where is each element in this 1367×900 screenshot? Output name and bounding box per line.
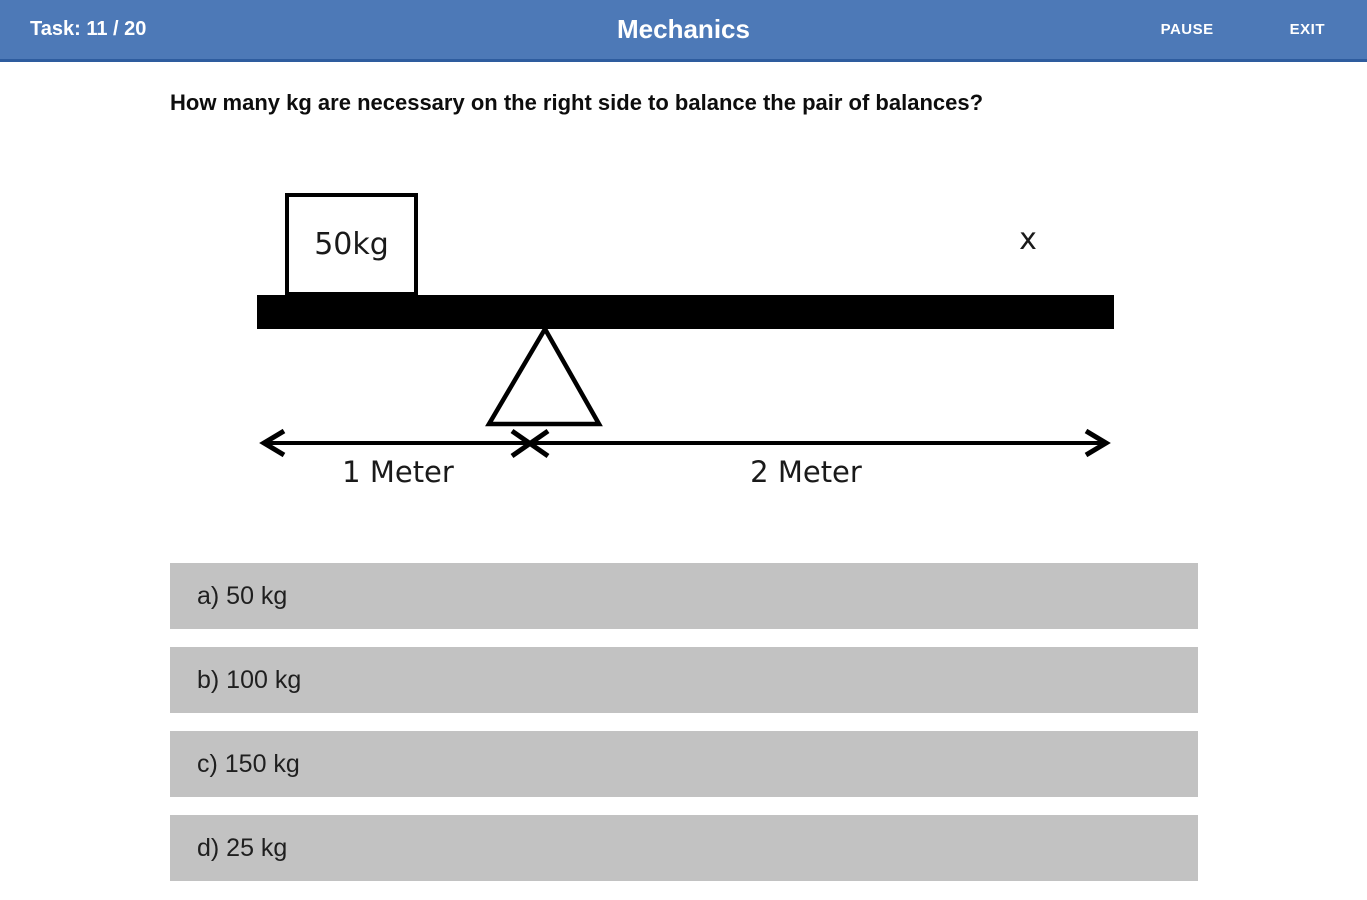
fulcrum-triangle (485, 324, 603, 427)
answer-option-a[interactable]: a) 50 kg (170, 563, 1198, 629)
diagram-lines (259, 324, 1111, 459)
top-bar-actions: PAUSE EXIT (1159, 0, 1327, 59)
pause-button[interactable]: PAUSE (1159, 15, 1216, 44)
exit-button[interactable]: EXIT (1288, 15, 1327, 44)
right-arrowhead-icon (1084, 428, 1111, 458)
question-text: How many kg are necessary on the right s… (170, 90, 984, 115)
lever-bar (257, 295, 1114, 329)
answer-option-c[interactable]: c) 150 kg (170, 731, 1198, 797)
answer-option-d[interactable]: d) 25 kg (170, 815, 1198, 881)
option-label: a) 50 kg (197, 581, 288, 610)
right-distance-label: 2 Meter (750, 455, 862, 489)
option-label: d) 25 kg (197, 833, 288, 862)
left-arrowhead-icon (259, 428, 286, 458)
answer-option-b[interactable]: b) 100 kg (170, 647, 1198, 713)
left-distance-label: 1 Meter (342, 455, 454, 489)
unknown-weight-label: x (1019, 222, 1037, 257)
balance-diagram: 50kg x 1 Meter 2 Meter (257, 193, 1114, 489)
weight-box: 50kg (285, 193, 418, 296)
option-label: b) 100 kg (197, 665, 302, 694)
weight-label: 50kg (314, 227, 389, 262)
pivot-cross-marker (510, 428, 550, 459)
option-label: c) 150 kg (197, 749, 300, 778)
task-progress-label: Task: 11 / 20 (30, 18, 147, 40)
